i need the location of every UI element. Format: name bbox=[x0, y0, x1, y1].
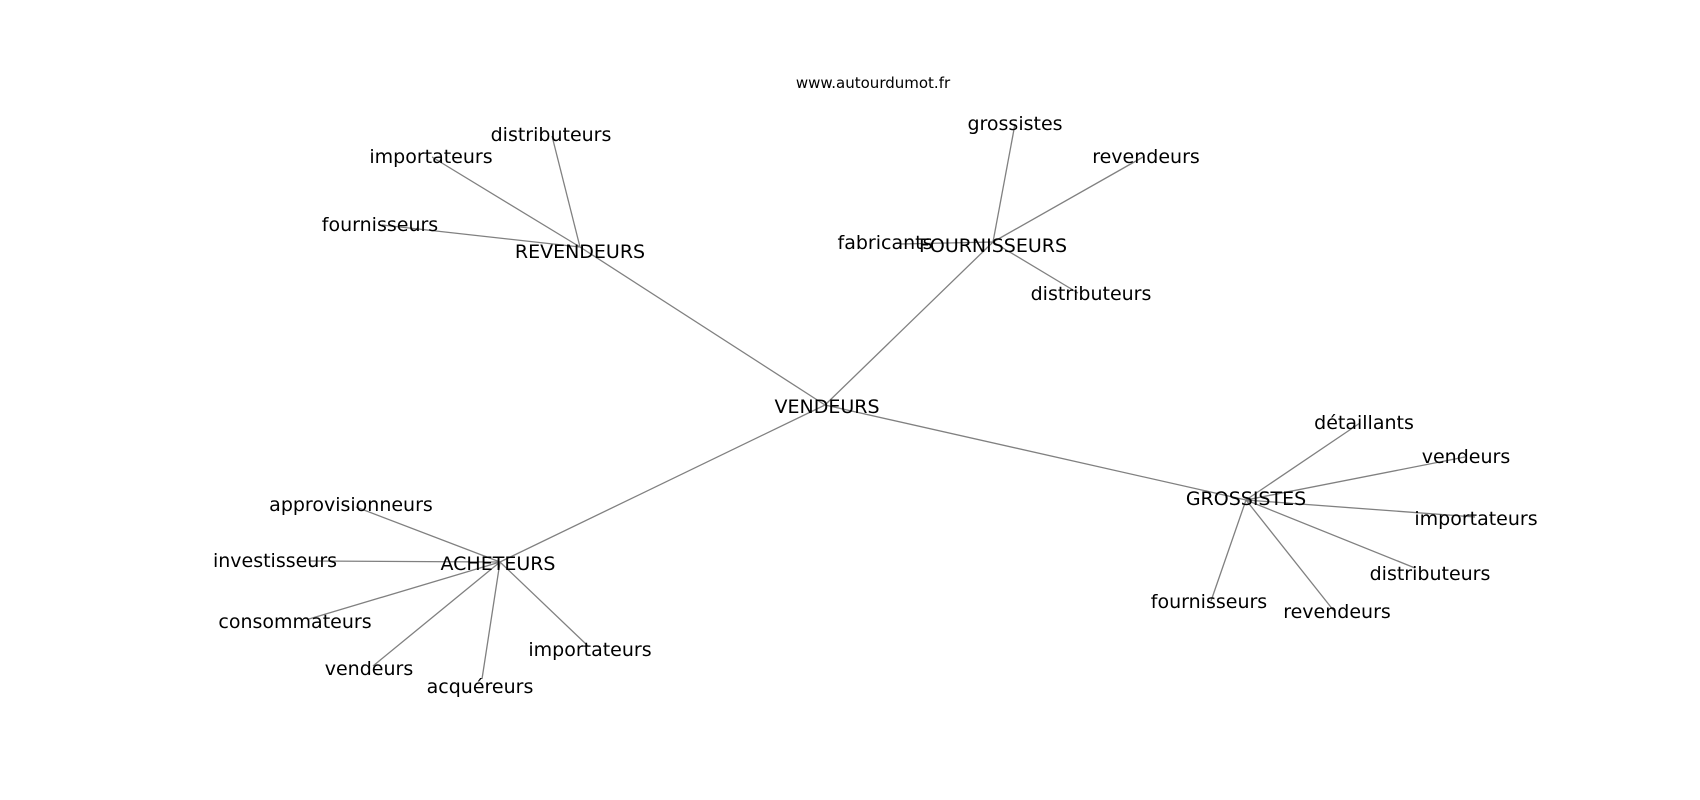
edge-grossistes-vendeurs bbox=[1245, 456, 1466, 501]
edge-fournisseurs-fabricants bbox=[899, 241, 994, 245]
graph-labels: www.autourdumot.fr VENDEURS REVENDEURS dis… bbox=[213, 74, 1538, 698]
node-leaf-fournisseurs-grossistes[interactable]: grossistes bbox=[967, 113, 1062, 135]
edge-grossistes-revendeurs bbox=[1245, 499, 1335, 612]
node-leaf-acheteurs-investisseurs[interactable]: investisseurs bbox=[213, 550, 337, 572]
node-leaf-fournisseurs-fabricants[interactable]: fabricants bbox=[838, 232, 933, 254]
node-leaf-grossistes-fournisseurs[interactable]: fournisseurs bbox=[1151, 591, 1267, 613]
node-leaf-fournisseurs-distributeurs[interactable]: distributeurs bbox=[1031, 283, 1152, 305]
node-hub-grossistes[interactable]: GROSSISTES bbox=[1186, 488, 1306, 510]
edge-fournisseurs-grossistes bbox=[992, 123, 1016, 243]
edge-revendeurs-distributeurs bbox=[551, 135, 581, 248]
node-leaf-acheteurs-acquereurs[interactable]: acquéreurs bbox=[427, 676, 534, 698]
node-leaf-acheteurs-approvisionneurs[interactable]: approvisionneurs bbox=[269, 494, 433, 516]
edge-grossistes-distributeurs bbox=[1245, 499, 1416, 569]
edge-center-fournisseurs bbox=[824, 241, 994, 406]
edge-acheteurs-vendeurs bbox=[372, 561, 501, 667]
edge-center-acheteurs bbox=[499, 404, 826, 563]
node-hub-fournisseurs[interactable]: FOURNISSEURS bbox=[919, 235, 1067, 257]
node-leaf-acheteurs-consommateurs[interactable]: consommateurs bbox=[218, 611, 371, 633]
node-center-vendeurs[interactable]: VENDEURS bbox=[774, 396, 879, 418]
node-leaf-acheteurs-importateurs[interactable]: importateurs bbox=[528, 639, 651, 661]
edge-acheteurs-acquereurs bbox=[481, 561, 501, 680]
node-leaf-revendeurs-distributeurs[interactable]: distributeurs bbox=[491, 124, 612, 146]
node-hub-revendeurs[interactable]: REVENDEURS bbox=[515, 241, 645, 263]
edge-acheteurs-approvisionneurs bbox=[355, 506, 501, 563]
edge-center-revendeurs bbox=[579, 246, 826, 406]
edge-revendeurs-fournisseurs bbox=[381, 224, 581, 248]
node-leaf-revendeurs-fournisseurs[interactable]: fournisseurs bbox=[322, 214, 438, 236]
edge-grossistes-importateurs bbox=[1245, 499, 1476, 518]
edge-acheteurs-investisseurs bbox=[308, 560, 501, 563]
graph-edges bbox=[308, 123, 1476, 680]
edge-revendeurs-importateurs bbox=[431, 156, 581, 248]
node-leaf-revendeurs-importateurs[interactable]: importateurs bbox=[369, 146, 492, 168]
edge-acheteurs-consommateurs bbox=[308, 561, 501, 620]
node-leaf-fournisseurs-revendeurs[interactable]: revendeurs bbox=[1092, 146, 1200, 168]
node-leaf-acheteurs-vendeurs[interactable]: vendeurs bbox=[325, 658, 413, 680]
node-hub-acheteurs[interactable]: ACHETEURS bbox=[440, 553, 555, 575]
edge-fournisseurs-revendeurs bbox=[992, 156, 1144, 243]
edge-grossistes-fournisseurs bbox=[1210, 499, 1247, 602]
edge-center-grossistes bbox=[824, 404, 1247, 501]
edge-acheteurs-importateurs bbox=[499, 561, 589, 647]
edge-fournisseurs-distributeurs bbox=[992, 241, 1079, 294]
node-leaf-grossistes-vendeurs[interactable]: vendeurs bbox=[1422, 446, 1510, 468]
edge-grossistes-detaillants bbox=[1245, 422, 1361, 501]
site-url[interactable]: www.autourdumot.fr bbox=[796, 74, 951, 92]
node-leaf-grossistes-importateurs[interactable]: importateurs bbox=[1414, 508, 1537, 530]
node-leaf-grossistes-distributeurs[interactable]: distributeurs bbox=[1370, 563, 1491, 585]
node-leaf-grossistes-detaillants[interactable]: détaillants bbox=[1314, 412, 1414, 434]
node-leaf-grossistes-revendeurs[interactable]: revendeurs bbox=[1283, 601, 1391, 623]
